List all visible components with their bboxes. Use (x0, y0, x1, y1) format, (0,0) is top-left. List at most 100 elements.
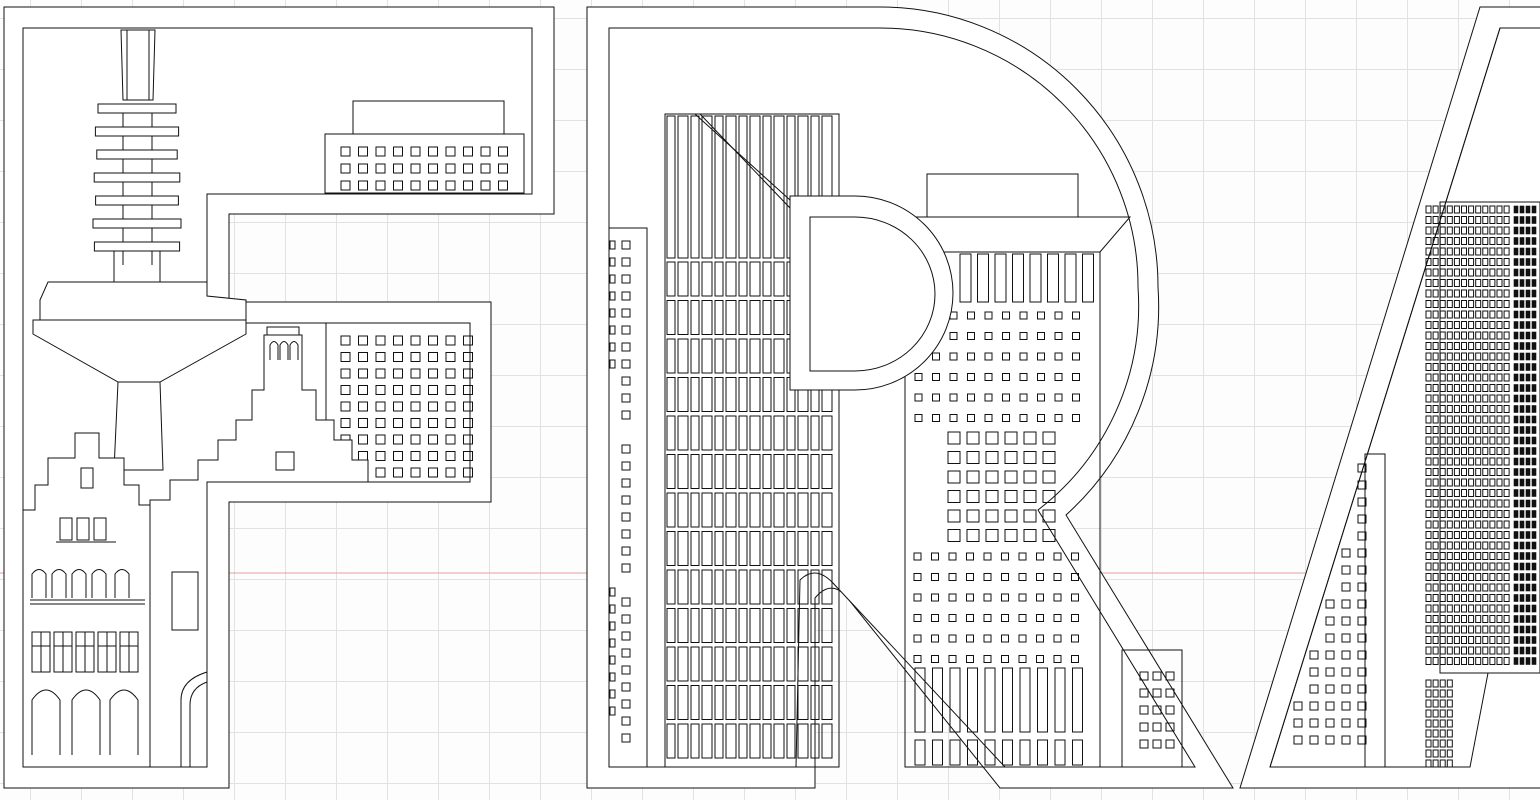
facade-cell (810, 723, 820, 759)
window (375, 434, 386, 445)
window (913, 552, 922, 561)
window (1453, 310, 1460, 319)
window (984, 332, 993, 340)
window (1446, 719, 1453, 728)
facade-cell (690, 569, 700, 605)
window-dark (1525, 636, 1531, 644)
facade-cell (773, 723, 785, 759)
window (1293, 735, 1303, 745)
window (1461, 541, 1467, 550)
window (1439, 237, 1446, 245)
facade-cell (666, 492, 676, 528)
tower-ring (97, 103, 177, 114)
window (428, 418, 438, 428)
window (1446, 426, 1453, 434)
window (1489, 531, 1496, 539)
facade-cell (666, 723, 676, 759)
window-dark (1519, 310, 1525, 319)
window (1019, 393, 1028, 402)
letter-a[interactable] (1239, 6, 1540, 789)
window (1425, 205, 1432, 214)
window (1357, 718, 1367, 728)
window (1482, 426, 1489, 434)
window (1446, 321, 1453, 329)
window (1425, 657, 1432, 665)
window-dark (1513, 583, 1519, 592)
window (463, 146, 473, 157)
window-dark (1531, 583, 1537, 592)
window (1036, 573, 1044, 581)
letter-r-bowl-inner (809, 216, 936, 372)
facade-cell (762, 415, 772, 451)
window (1425, 594, 1432, 602)
window (1446, 739, 1453, 748)
window-tall (994, 253, 1007, 303)
window (1496, 499, 1503, 508)
window (1453, 268, 1460, 277)
window (1453, 279, 1460, 287)
facade-cell (738, 685, 748, 720)
window-dark (1531, 321, 1537, 329)
window (1482, 457, 1489, 466)
facade-stripe (738, 115, 748, 259)
window (1432, 594, 1439, 602)
window (1341, 701, 1351, 711)
window-dark (1531, 562, 1537, 571)
window (948, 634, 957, 643)
window (1496, 426, 1503, 434)
facade-cell (677, 261, 689, 297)
window (1475, 520, 1482, 529)
arch-window (71, 569, 87, 598)
window (609, 342, 616, 352)
window (1468, 552, 1475, 560)
window-dark (1513, 489, 1519, 497)
window (1503, 310, 1510, 319)
facade-cell (690, 685, 700, 720)
arch-window (31, 569, 47, 598)
window (340, 163, 351, 174)
window-dark (1531, 615, 1537, 623)
window (1482, 247, 1489, 256)
window (1496, 552, 1503, 560)
window (1489, 562, 1496, 571)
facade-cell (773, 415, 785, 451)
window (1432, 363, 1439, 371)
facade-cell (797, 415, 809, 451)
window (621, 461, 631, 471)
letter-f[interactable] (3, 6, 555, 789)
window (445, 180, 456, 191)
window (1072, 414, 1080, 422)
window-dark (1519, 510, 1525, 518)
window (1496, 625, 1503, 634)
facade-cell (701, 608, 713, 643)
window-dark (1519, 489, 1525, 497)
window-dark (1513, 247, 1519, 256)
window (1432, 352, 1439, 361)
window (1439, 573, 1446, 581)
window (1425, 604, 1432, 613)
window (621, 308, 631, 318)
window-dark (1531, 447, 1537, 455)
window (1432, 499, 1439, 508)
window (621, 614, 631, 624)
window-dark (1525, 489, 1531, 497)
window-dark (1513, 510, 1519, 518)
window-dark (1513, 478, 1519, 487)
window-dark (1513, 342, 1519, 350)
window (1503, 363, 1510, 371)
facade-stripe (701, 115, 713, 259)
facade-cell (786, 723, 796, 759)
window (1002, 414, 1010, 422)
window (1432, 510, 1439, 518)
window (1446, 268, 1453, 277)
window (1468, 573, 1475, 581)
window (1325, 667, 1335, 677)
window (358, 335, 368, 346)
window (932, 373, 940, 381)
window (1432, 552, 1439, 560)
window (967, 414, 975, 422)
window-dark (1519, 520, 1525, 529)
letter-r[interactable] (586, 6, 1234, 789)
window (1446, 749, 1453, 758)
